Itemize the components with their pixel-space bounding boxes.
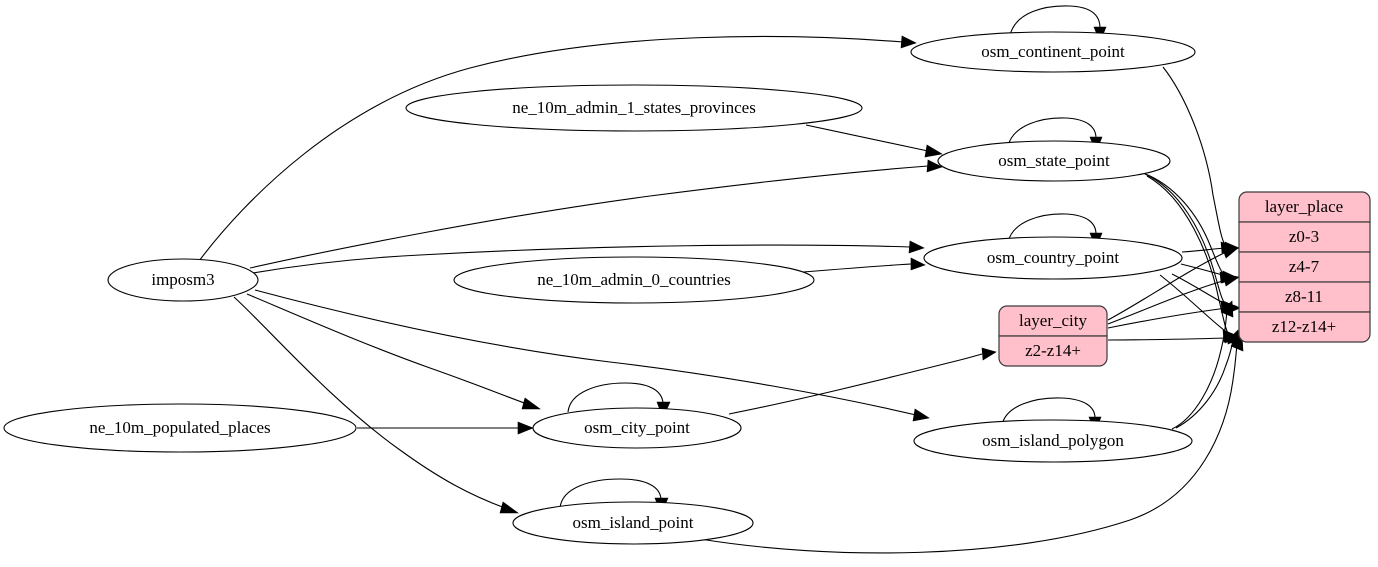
layer-place-row-z12-z14-label: z12-z14+ [1272, 317, 1336, 336]
edge-osm-country-point-to-layer-place-z12-z14 [1159, 274, 1230, 335]
layer-place-row-z0-3-label: z0-3 [1289, 227, 1319, 246]
node-label-osm-continent-point: osm_continent_point [981, 42, 1125, 61]
self-loop-osm-continent-point [1009, 5, 1101, 36]
arrowhead [910, 257, 926, 271]
edge-layer-city-to-layer-place-z12-z14 [1107, 337, 1230, 341]
node-shape-osm-continent-point[interactable] [910, 31, 1196, 73]
record-layer: layer_city z2-z14+ layer_place z0-3 z4-7… [998, 191, 1371, 367]
node-label-ne-countries: ne_10m_admin_0_countries [537, 270, 731, 289]
arrowhead [924, 144, 943, 158]
layer-place-row-z8-11-cell[interactable] [1238, 281, 1371, 313]
node-label-osm-island-polygon: osm_island_polygon [982, 431, 1124, 450]
node-shape-osm-island-polygon[interactable] [913, 419, 1193, 463]
edge-imposm3-to-osm-country-point [252, 244, 911, 274]
edge-imposm3-to-osm-continent-point [198, 35, 904, 262]
node-shape-osm-city-point[interactable] [532, 407, 742, 449]
node-shape-imposm3[interactable] [107, 258, 259, 302]
layer-city-title: layer_city [1019, 311, 1087, 330]
edge-osm-city-point-to-layer-city [728, 353, 983, 415]
node-shape-ne-populated[interactable] [3, 403, 357, 453]
arrowhead [926, 159, 943, 173]
layer-place-row-z8-11-label: z8-11 [1285, 287, 1323, 306]
node-label-osm-state-point: osm_state_point [998, 151, 1110, 170]
node-ne-10m-admin-0-countries[interactable]: ne_10m_admin_0_countries [453, 256, 815, 304]
node-label-ne-populated: ne_10m_populated_places [89, 418, 270, 437]
node-shape-osm-state-point[interactable] [937, 140, 1171, 182]
edge-imposm3-to-osm-island-polygon [254, 289, 917, 416]
arrowhead [912, 408, 930, 422]
layer-place-title: layer_place [1265, 197, 1343, 216]
edge-imposm3-to-osm-state-point [249, 165, 929, 269]
arrowhead [1222, 273, 1240, 287]
node-label-imposm3: imposm3 [151, 270, 214, 289]
layer-city-row-z2-z14-label: z2-z14+ [1025, 341, 1081, 360]
node-imposm3[interactable]: imposm3 [107, 258, 259, 302]
edge-osm-island-polygon-to-layer-place-z8-11 [1171, 310, 1228, 430]
edge-osm-island-point-to-layer-place-z12-z14 [699, 344, 1238, 554]
self-loop-osm-island-point [559, 478, 662, 509]
node-layer: imposm3 ne_10m_admin_1_states_provinces … [3, 31, 1196, 545]
layer-place-row-z4-7-label: z4-7 [1289, 257, 1320, 276]
node-label-ne-states: ne_10m_admin_1_states_provinces [512, 98, 756, 117]
node-osm-country-point[interactable]: osm_country_point [923, 236, 1183, 280]
node-label-osm-island-point: osm_island_point [573, 513, 694, 532]
arrowhead [981, 347, 997, 361]
edge-imposm3-to-osm-city-point [246, 293, 528, 405]
self-loop-osm-island-polygon [1001, 397, 1096, 426]
edge-layer-city-to-layer-place-z4-7 [1107, 279, 1227, 325]
node-osm-island-point[interactable]: osm_island_point [512, 501, 754, 545]
node-ne-10m-populated-places[interactable]: ne_10m_populated_places [3, 403, 357, 453]
edge-ne-countries-to-osm-country-point [802, 263, 912, 273]
node-osm-continent-point[interactable]: osm_continent_point [910, 31, 1196, 73]
node-shape-osm-country-point[interactable] [923, 236, 1183, 280]
node-layer-place[interactable]: layer_place z0-3 z4-7 z8-11 z12-z14+ [1238, 191, 1371, 343]
edge-ne-states-to-osm-state-point [805, 124, 929, 152]
self-loop-osm-state-point [1007, 117, 1097, 147]
arrowhead [900, 35, 917, 49]
node-osm-state-point[interactable]: osm_state_point [937, 140, 1171, 182]
edge-osm-continent-point-to-layer-place-z0-3 [1162, 66, 1226, 246]
node-ne-10m-admin-1-states-provinces[interactable]: ne_10m_admin_1_states_provinces [405, 84, 863, 132]
edge-layer-city-to-layer-place-z8-11 [1107, 307, 1228, 329]
arrowhead [1220, 300, 1234, 318]
arrowhead [908, 240, 925, 254]
self-loop-osm-country-point [1007, 213, 1097, 243]
self-loop-osm-city-point [567, 382, 664, 413]
edge-imposm3-to-osm-island-point [233, 296, 506, 509]
arrowhead [517, 421, 534, 435]
node-label-osm-country-point: osm_country_point [987, 248, 1119, 267]
node-osm-city-point[interactable]: osm_city_point [532, 407, 742, 449]
arrowhead [521, 397, 541, 410]
layer-place-row-z12-z14-cell[interactable] [1238, 311, 1371, 343]
edge-osm-state-point-to-layer-place-z4-7 [1142, 172, 1225, 276]
arrowhead [499, 501, 519, 514]
node-shape-osm-island-point[interactable] [512, 501, 754, 545]
edge-osm-state-point-to-layer-place-z8-11 [1144, 173, 1226, 305]
node-shape-ne-states[interactable] [405, 84, 863, 132]
node-label-osm-city-point: osm_city_point [584, 418, 690, 437]
arrowhead [1221, 246, 1239, 259]
layer-city-row-z2-z14-cell[interactable] [998, 335, 1108, 367]
node-layer-city[interactable]: layer_city z2-z14+ [998, 305, 1108, 367]
edge-layer-city-to-layer-place-z0-3 [1107, 251, 1227, 321]
node-osm-island-polygon[interactable]: osm_island_polygon [913, 419, 1193, 463]
node-shape-ne-countries[interactable] [453, 256, 815, 304]
edge-osm-island-polygon-to-layer-place-z12-z14 [1175, 339, 1234, 429]
